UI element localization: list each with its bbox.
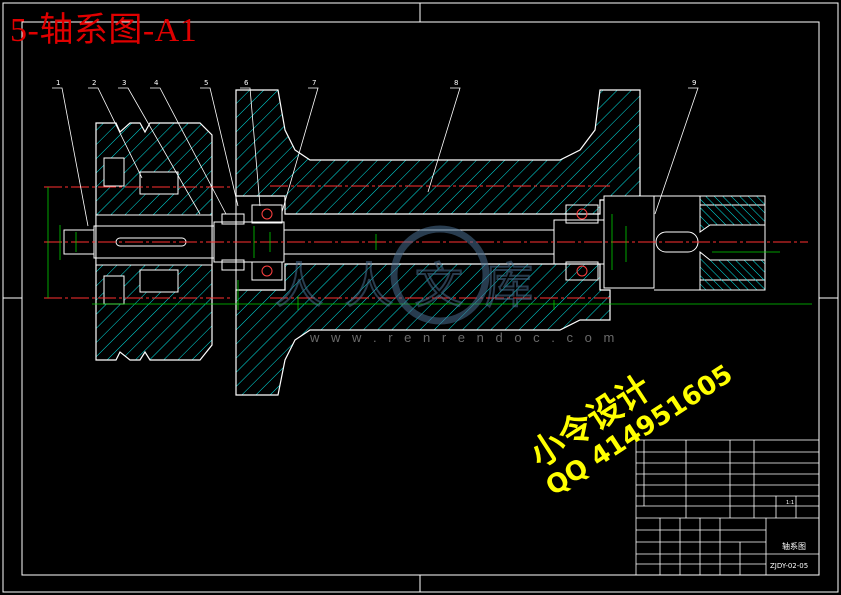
watermark-site-url: w w w . r e n r e n d o c . c o m — [310, 330, 619, 345]
title-block — [635, 439, 820, 576]
part-label-6: 6 — [244, 79, 249, 87]
watermark-brand-text: 人人文库 — [275, 258, 555, 314]
drum-housing — [235, 89, 641, 396]
title-block-text: 轴系图 ZJDY-02-05 1:1 — [770, 500, 808, 570]
part-label-8: 8 — [454, 79, 458, 87]
center-lines — [44, 185, 808, 299]
title-block-drawing-number: ZJDY-02-05 — [770, 562, 808, 570]
drawing-title: 5-轴系图-A1 — [10, 12, 198, 49]
dimension-lines — [47, 187, 812, 310]
leader-lines — [52, 87, 699, 227]
part-label-3: 3 — [122, 79, 126, 87]
bearings — [221, 204, 599, 281]
part-label-2: 2 — [92, 79, 96, 87]
part-balloons: 1 2 3 4 5 6 7 8 9 — [56, 79, 696, 87]
part-label-5: 5 — [204, 79, 208, 87]
part-label-9: 9 — [692, 79, 696, 87]
shaft-end-section — [699, 195, 766, 291]
title-block-drawing-name: 轴系图 — [782, 541, 806, 551]
watermark-logo: 人人文库 — [274, 225, 555, 325]
part-label-4: 4 — [154, 79, 159, 87]
title-block-scale: 1:1 — [786, 500, 794, 506]
part-label-7: 7 — [312, 79, 316, 87]
part-label-1: 1 — [56, 79, 60, 87]
